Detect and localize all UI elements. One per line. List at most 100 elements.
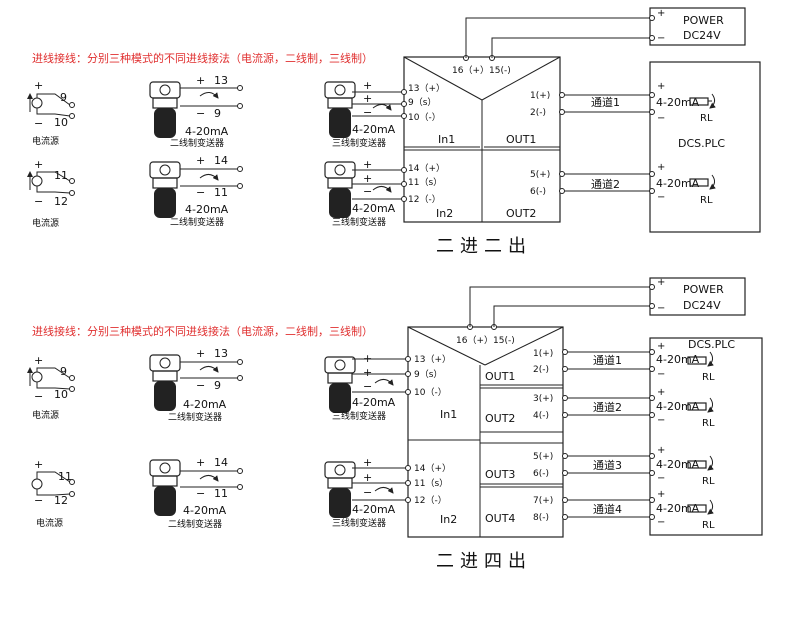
two-wire-label: 二线制变送器 bbox=[168, 411, 222, 423]
wiring-note: 进线接线：分别三种模式的不同进线接法（电流源，二线制，三线制） bbox=[32, 324, 373, 338]
svg-text:−: − bbox=[34, 494, 43, 507]
terminal-label: 13 bbox=[214, 347, 228, 360]
svg-text:+: + bbox=[34, 458, 43, 471]
terminal-label: 14（+） bbox=[414, 463, 451, 474]
two-wire-transmitter-1: + 13 − 9 4-20mA 二线制变送器 bbox=[149, 74, 243, 149]
svg-text:+: + bbox=[196, 154, 205, 167]
terminal-label: 12（-） bbox=[408, 194, 441, 205]
channel-label: 通道3 bbox=[593, 458, 622, 472]
svg-text:−: − bbox=[363, 380, 372, 393]
current-source-1: + − 9 10 电流源 bbox=[27, 354, 75, 421]
three-wire-transmitter-1: + + − 4-20mA 三线制变送器 bbox=[324, 79, 402, 149]
svg-text:−: − bbox=[657, 517, 665, 528]
signal-label: 4-20mA bbox=[185, 203, 229, 216]
terminal-label: 1(+) bbox=[530, 91, 550, 101]
channel-label: 通道2 bbox=[593, 400, 622, 414]
current-source-1: + − 9 10 电流源 bbox=[27, 79, 75, 147]
output-label: OUT2 bbox=[506, 207, 536, 220]
svg-text:+: + bbox=[34, 354, 43, 367]
channel-4: 通道4 + − 4-20mA RL bbox=[562, 489, 715, 531]
terminal-label: 11（s） bbox=[414, 478, 448, 489]
svg-text:+: + bbox=[657, 445, 665, 456]
bottom-section: 进线接线：分别三种模式的不同进线接法（电流源，二线制，三线制） + − 9 10… bbox=[27, 277, 763, 572]
top-section: 进线接线：分别三种模式的不同进线接法（电流源，二线制，三线制） + − 9 10… bbox=[27, 7, 761, 257]
channel-1: 通道1 + − 4-20mA RL bbox=[562, 341, 715, 383]
svg-text:+: + bbox=[657, 162, 665, 173]
two-wire-label: 二线制变送器 bbox=[168, 518, 222, 530]
load-label: RL bbox=[702, 418, 715, 429]
svg-text:−: − bbox=[34, 390, 43, 403]
signal-label: 4-20mA bbox=[352, 202, 396, 215]
three-wire-label: 三线制变送器 bbox=[332, 410, 386, 422]
terminal-label: 5(+) bbox=[530, 170, 550, 180]
svg-text:+: + bbox=[196, 74, 205, 87]
svg-text:+: + bbox=[196, 456, 205, 469]
terminal-label: 11 bbox=[214, 186, 228, 199]
terminal-label: 12 bbox=[54, 195, 68, 208]
isolator-module-2in2out: 16（+）15(-) 13（+） 9（s） 10（-） In1 14（+） 11… bbox=[401, 55, 561, 223]
load-label: RL bbox=[700, 113, 713, 124]
current-source-label: 电流源 bbox=[32, 135, 59, 147]
svg-text:−: − bbox=[657, 33, 665, 44]
input-label: In1 bbox=[440, 408, 457, 421]
isolator-module-2in4out: 16（+）15(-) 13（+） 9（s） 10（-） In1 14（+） 11… bbox=[405, 324, 564, 538]
signal-label: 4-20mA bbox=[656, 502, 700, 515]
terminal-label: 12 bbox=[54, 494, 68, 507]
three-wire-transmitter-2: + + − 4-20mA 三线制变送器 bbox=[324, 456, 408, 529]
channel-label: 通道4 bbox=[593, 502, 622, 516]
input-label: In2 bbox=[440, 513, 457, 526]
current-source-icon bbox=[31, 478, 43, 490]
svg-text:+: + bbox=[363, 79, 372, 92]
output-label: OUT4 bbox=[485, 512, 515, 525]
current-source-label: 电流源 bbox=[32, 409, 59, 421]
power-supply: + − POWER DC24V bbox=[469, 277, 746, 327]
terminal-label: 7(+) bbox=[533, 496, 553, 506]
svg-text:+: + bbox=[34, 79, 43, 92]
terminal-label: 11 bbox=[58, 470, 72, 483]
terminal-label: 2(-) bbox=[533, 365, 549, 375]
terminal-label: 9 bbox=[60, 91, 67, 104]
load-label: RL bbox=[702, 372, 715, 383]
terminal-label: 10 bbox=[54, 388, 68, 401]
power-title: POWER bbox=[683, 14, 724, 27]
power-voltage: DC24V bbox=[683, 299, 721, 312]
terminal-label: 13 bbox=[214, 74, 228, 87]
terminal-label: 10（-） bbox=[414, 387, 447, 398]
svg-text:−: − bbox=[363, 106, 372, 119]
channel-label: 通道1 bbox=[593, 353, 622, 367]
svg-text:−: − bbox=[657, 303, 665, 314]
three-wire-label: 三线制变送器 bbox=[332, 137, 386, 149]
svg-text:−: − bbox=[363, 486, 372, 499]
svg-text:+: + bbox=[657, 81, 665, 92]
power-terminals: 16（+）15(-) bbox=[452, 65, 511, 76]
svg-text:−: − bbox=[196, 487, 205, 500]
terminal-label: 12（-） bbox=[414, 495, 447, 506]
current-source-2: + − 11 12 电流源 bbox=[27, 158, 75, 229]
power-title: POWER bbox=[683, 283, 724, 296]
signal-label: 4-20mA bbox=[183, 504, 227, 517]
current-source-icon bbox=[31, 97, 43, 109]
output-label: OUT1 bbox=[485, 370, 515, 383]
current-source-2: + − 11 12 电流源 bbox=[31, 458, 75, 529]
terminal-label: 11 bbox=[54, 169, 68, 182]
dcs-plc-panel: DCS.PLC 通道1 + − 4-20mA RL 通道2 + − bbox=[559, 61, 761, 233]
dcs-label: DCS.PLC bbox=[678, 137, 725, 150]
two-wire-label: 二线制变送器 bbox=[170, 216, 224, 228]
channel-label: 通道1 bbox=[591, 95, 620, 109]
svg-text:+: + bbox=[657, 489, 665, 500]
terminal-label: 6(-) bbox=[533, 469, 549, 479]
terminal-label: 9 bbox=[60, 365, 67, 378]
three-wire-label: 三线制变送器 bbox=[332, 517, 386, 529]
svg-text:+: + bbox=[363, 158, 372, 171]
terminal-label: 11 bbox=[214, 487, 228, 500]
output-label: OUT2 bbox=[485, 412, 515, 425]
terminal-label: 13（+） bbox=[408, 83, 445, 94]
svg-text:−: − bbox=[196, 107, 205, 120]
terminal-label: 5(+) bbox=[533, 452, 553, 462]
signal-label: 4-20mA bbox=[656, 96, 700, 109]
current-source-label: 电流源 bbox=[36, 517, 63, 529]
input-label: In1 bbox=[438, 133, 455, 146]
current-source-icon bbox=[31, 175, 43, 187]
svg-text:−: − bbox=[657, 113, 665, 124]
svg-text:−: − bbox=[657, 473, 665, 484]
